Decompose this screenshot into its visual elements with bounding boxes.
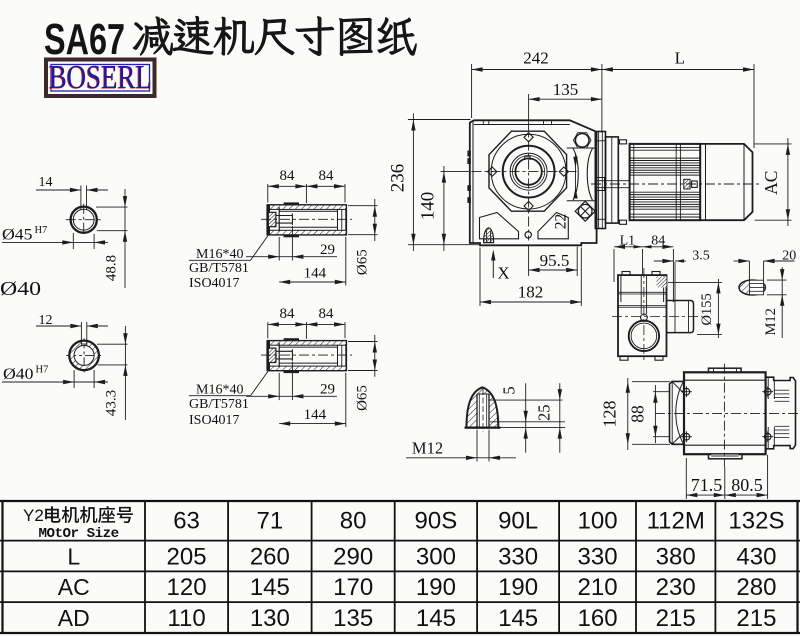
svg-text:300: 300 [416,544,456,571]
svg-text:330: 330 [498,544,538,571]
svg-text:Ø40: Ø40 [0,278,41,300]
svg-text:M12: M12 [763,308,779,335]
svg-text:M12: M12 [412,439,443,458]
svg-text:GB/T5781: GB/T5781 [189,261,249,276]
svg-text:84: 84 [280,168,296,184]
svg-text:22: 22 [553,214,570,230]
svg-text:144: 144 [304,266,327,282]
svg-text:SA67: SA67 [44,15,125,64]
svg-text:63: 63 [173,508,200,535]
svg-text:71: 71 [256,508,283,535]
svg-text:L: L [67,544,80,570]
svg-text:132S: 132S [728,508,784,535]
svg-text:12: 12 [39,313,53,328]
svg-text:M16*40: M16*40 [196,247,243,262]
svg-text:Ø65: Ø65 [354,385,370,411]
svg-text:84: 84 [280,306,296,322]
svg-text:ISO4017: ISO4017 [189,276,240,291]
svg-text:5: 5 [499,386,518,394]
svg-text:100: 100 [578,508,618,535]
svg-text:135: 135 [333,605,373,632]
svg-text:84: 84 [319,306,335,322]
svg-text:80: 80 [340,508,367,535]
svg-text:90L: 90L [498,508,538,535]
svg-text:215: 215 [736,605,776,632]
svg-text:AD: AD [58,605,90,631]
svg-text:88: 88 [628,405,648,423]
svg-text:Y2: Y2 [23,506,44,525]
svg-text:290: 290 [333,544,373,571]
svg-text:BOSERL: BOSERL [48,59,151,96]
svg-text:112M: 112M [647,508,705,535]
svg-text:182: 182 [518,283,544,302]
svg-text:140: 140 [417,192,438,221]
svg-text:380: 380 [656,544,696,571]
svg-text:AC: AC [761,171,781,195]
svg-text:BOSERL: BOSERL [49,59,152,96]
svg-text:H7: H7 [35,225,48,236]
svg-text:95.5: 95.5 [540,251,570,270]
svg-text:L: L [675,49,685,68]
svg-text:205: 205 [167,544,207,571]
svg-text:71.5: 71.5 [691,475,723,495]
svg-text:80.5: 80.5 [731,475,763,495]
svg-text:145: 145 [250,574,290,601]
svg-text:Ø155: Ø155 [699,293,715,325]
svg-text:AC: AC [58,574,90,600]
svg-text:20: 20 [782,248,796,263]
svg-text:H7: H7 [36,365,49,376]
svg-text:230: 230 [656,574,696,601]
svg-text:190: 190 [416,574,456,601]
svg-text:Ø65: Ø65 [354,249,370,275]
svg-text:120: 120 [167,574,207,601]
svg-text:144: 144 [304,407,327,423]
svg-text:48.8: 48.8 [104,255,120,281]
svg-text:MOtOr Size: MOtOr Size [39,526,119,542]
svg-text:145: 145 [416,605,456,632]
svg-text:Ø45: Ø45 [2,227,33,244]
svg-text:430: 430 [736,544,776,571]
svg-text:84: 84 [651,233,665,248]
svg-text:25: 25 [534,405,553,422]
svg-text:170: 170 [333,574,373,601]
svg-text:Ø40: Ø40 [3,366,34,383]
svg-text:128: 128 [600,401,620,428]
svg-text:330: 330 [578,544,618,571]
svg-text:236: 236 [388,164,409,193]
svg-text:43.3: 43.3 [103,390,119,416]
svg-text:190: 190 [498,574,538,601]
svg-text:280: 280 [736,574,776,601]
svg-text:90S: 90S [415,508,458,535]
svg-text:L1: L1 [620,233,636,248]
svg-text:215: 215 [656,605,696,632]
svg-text:GB/T5781: GB/T5781 [189,397,249,412]
svg-text:160: 160 [578,605,618,632]
svg-text:ISO4017: ISO4017 [189,413,240,428]
svg-text:242: 242 [523,49,549,68]
svg-text:3.5: 3.5 [692,248,710,263]
svg-text:135: 135 [553,80,579,99]
svg-text:145: 145 [498,605,538,632]
svg-text:29: 29 [320,242,335,258]
svg-text:29: 29 [320,382,335,398]
svg-text:14: 14 [39,175,53,190]
svg-text:210: 210 [578,574,618,601]
svg-text:84: 84 [319,168,335,184]
svg-text:110: 110 [167,605,205,632]
svg-text:M16*40: M16*40 [196,382,243,397]
svg-text:X: X [497,264,509,283]
svg-text:130: 130 [250,605,290,632]
svg-text:260: 260 [250,544,290,571]
